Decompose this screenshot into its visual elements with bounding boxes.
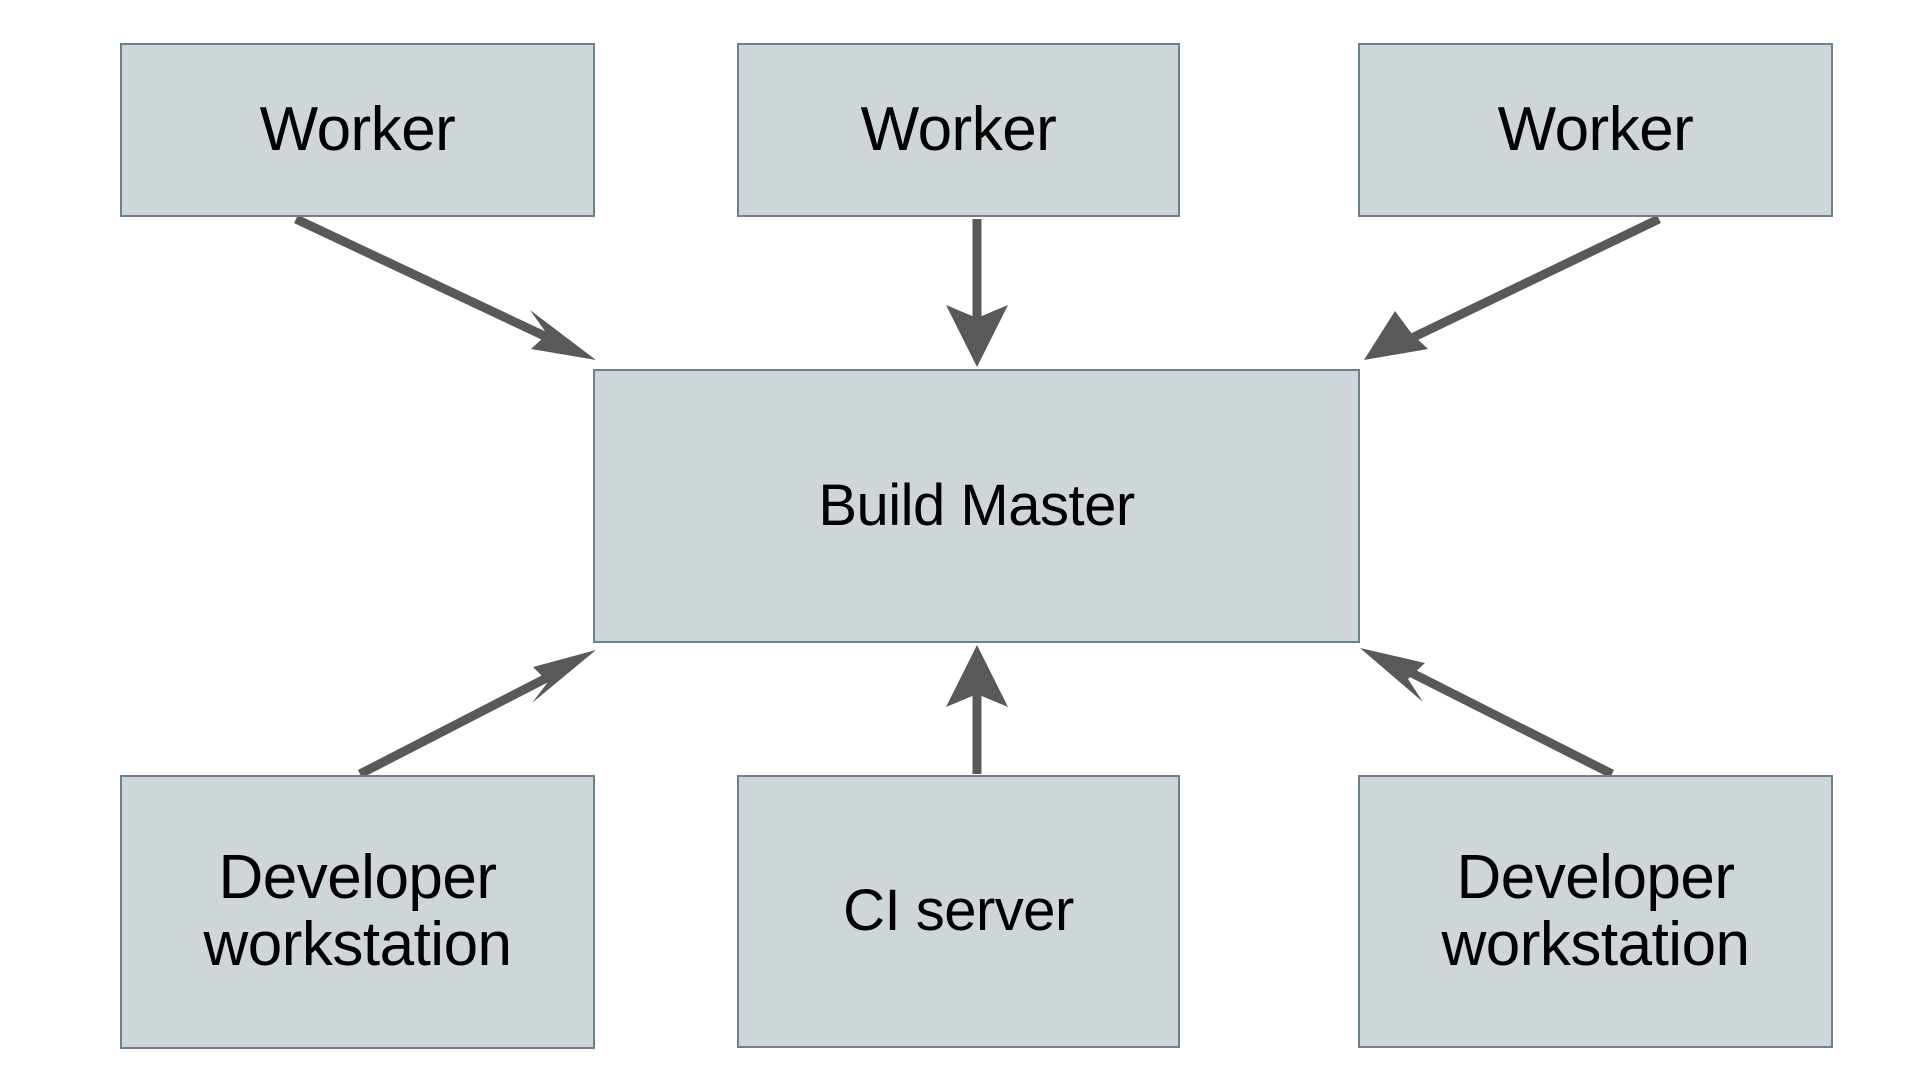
node-developer-workstation-right[interactable]: Developer workstation	[1358, 775, 1833, 1048]
node-worker-left[interactable]: Worker	[120, 43, 595, 217]
node-build-master[interactable]: Build Master	[593, 369, 1360, 643]
node-ci-server-label: CI server	[843, 878, 1074, 944]
node-build-master-label: Build Master	[818, 472, 1135, 538]
edge-dev-left-to-master	[357, 650, 596, 779]
node-worker-left-label: Worker	[259, 94, 456, 164]
edge-worker-left-to-master	[294, 214, 596, 360]
node-developer-workstation-right-label: Developer workstation	[1441, 842, 1750, 979]
node-worker-middle[interactable]: Worker	[737, 43, 1180, 217]
node-worker-right[interactable]: Worker	[1358, 43, 1833, 217]
edge-worker-middle-to-master	[946, 219, 1008, 367]
node-ci-server[interactable]: CI server	[737, 775, 1180, 1048]
edge-dev-right-to-master	[1360, 648, 1615, 779]
node-worker-right-label: Worker	[1497, 94, 1694, 164]
node-developer-workstation-left-label: Developer workstation	[203, 843, 512, 979]
node-worker-middle-label: Worker	[860, 94, 1057, 164]
edge-ci-server-to-master	[946, 645, 1008, 774]
edge-worker-right-to-master	[1364, 214, 1661, 360]
node-developer-workstation-left[interactable]: Developer workstation	[120, 775, 595, 1049]
